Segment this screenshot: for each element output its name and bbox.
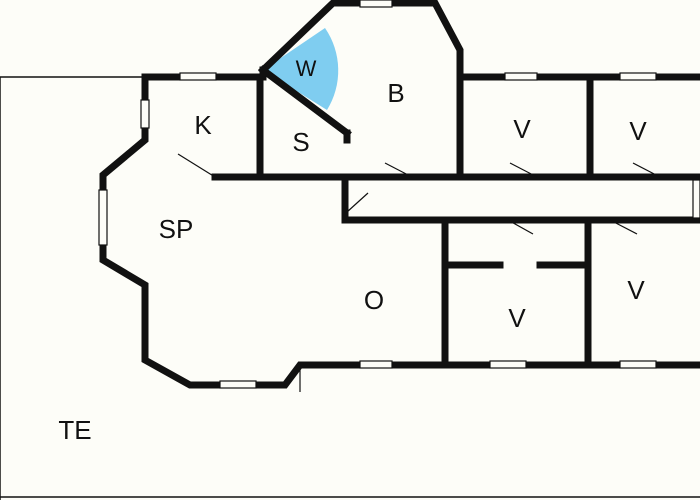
window-o-south <box>359 360 393 369</box>
bathroom-highlight <box>263 28 339 110</box>
exterior-walls <box>99 0 700 389</box>
room-label-v3: V <box>508 303 526 333</box>
door-bedroom-4 <box>609 219 638 235</box>
door-bedroom-2 <box>632 162 661 178</box>
window-bedroom-3 <box>489 360 527 369</box>
room-label-w: W <box>296 56 317 81</box>
window-bathroom <box>359 0 393 8</box>
room-label-o: O <box>364 285 384 315</box>
entry-door-kitchen <box>140 99 150 129</box>
door-bathroom <box>384 162 413 178</box>
window-hall-east <box>692 179 700 219</box>
window-bedroom-2 <box>619 72 657 81</box>
room-label-sp: SP <box>159 214 194 244</box>
door-hall <box>346 192 369 213</box>
room-label-k: K <box>194 110 212 140</box>
room-label-te: TE <box>58 415 91 445</box>
room-label-s: S <box>292 127 309 157</box>
door-bedroom-3 <box>507 219 534 235</box>
window-bedroom-4 <box>619 360 657 369</box>
windows <box>98 0 700 389</box>
interior-walls <box>211 65 700 369</box>
room-label-b: B <box>387 78 404 108</box>
room-label-v2: V <box>629 116 647 146</box>
door-kitchen <box>177 153 216 178</box>
doors <box>177 153 661 392</box>
door-terrace <box>289 366 301 379</box>
room-label-v4: V <box>627 275 645 305</box>
window-living-south <box>219 380 257 389</box>
window-bedroom-1 <box>504 72 538 81</box>
window-kitchen <box>179 72 217 81</box>
door-bedroom-1 <box>509 162 538 178</box>
room-label-v1: V <box>513 114 531 144</box>
terrace-outline <box>0 76 700 500</box>
window-living-west <box>98 189 108 246</box>
